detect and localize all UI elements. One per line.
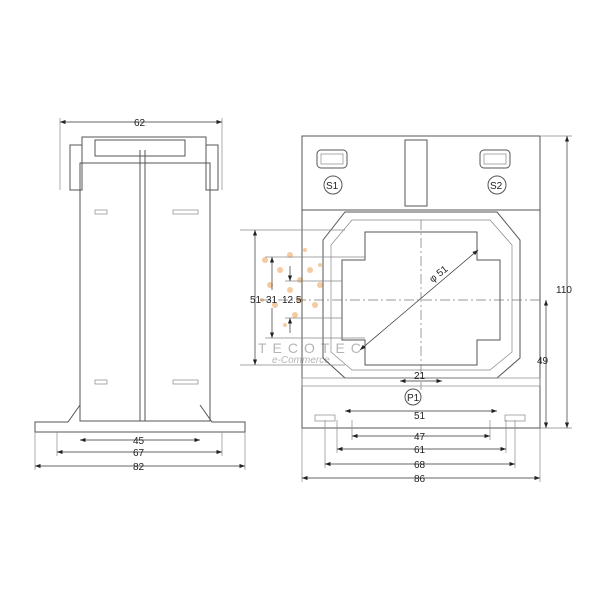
- dim-51-bottom: 51: [414, 411, 426, 422]
- dim-68: 68: [414, 460, 426, 471]
- dim-diameter-51: φ 51: [428, 264, 451, 285]
- terminal-p1: P1: [407, 393, 420, 404]
- terminal-s2: S2: [490, 181, 503, 192]
- dim-82: 82: [133, 462, 145, 473]
- dim-47: 47: [414, 432, 426, 443]
- front-view-dimensions: 110 49 86 68 61 47 51 21 φ 51 51 31 12.5: [240, 135, 572, 485]
- terminal-s1: S1: [326, 181, 339, 192]
- dim-45: 45: [133, 436, 145, 447]
- dim-110: 110: [556, 285, 572, 296]
- dim-67: 67: [133, 448, 145, 459]
- dim-21: 21: [414, 371, 426, 382]
- watermark-logo: [260, 248, 323, 327]
- side-view: [34, 136, 246, 433]
- dim-86: 86: [414, 474, 426, 485]
- dim-12-5: 12.5: [282, 295, 302, 306]
- dim-49: 49: [537, 356, 549, 367]
- terminal-labels: S1 S2 P1: [323, 175, 507, 406]
- front-view: [260, 135, 541, 429]
- dim-51-window: 51: [250, 295, 262, 306]
- dim-62: 62: [134, 118, 146, 129]
- dim-31: 31: [266, 295, 278, 306]
- watermark-brand: TECOTEC: [258, 340, 367, 356]
- dim-61: 61: [414, 445, 426, 456]
- watermark-tagline: e-Commerce: [272, 355, 330, 366]
- side-view-dimensions: 62 45 67 82: [34, 118, 246, 473]
